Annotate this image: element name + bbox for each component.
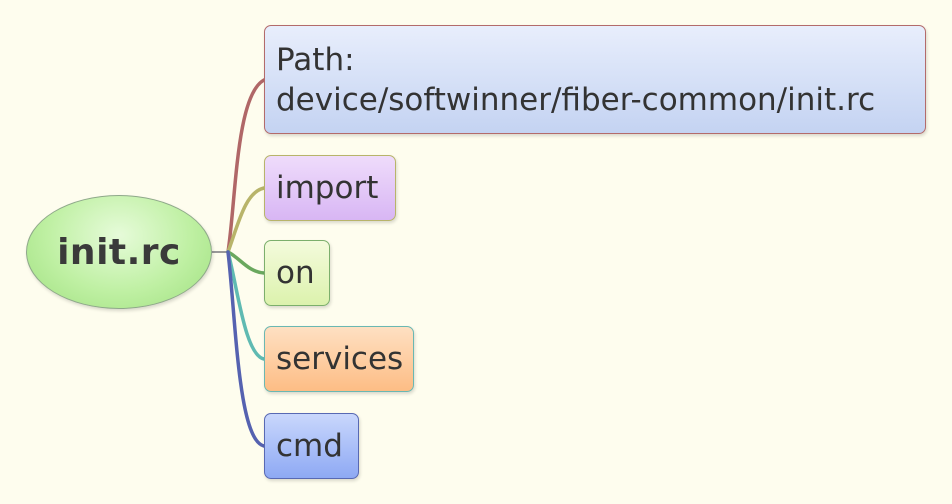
branch-services xyxy=(226,250,266,361)
topic-on[interactable]: on xyxy=(264,240,330,306)
branch-path xyxy=(226,78,266,254)
topic-import[interactable]: import xyxy=(264,155,396,221)
topic-path[interactable]: Path: device/softwinner/fiber-common/ini… xyxy=(264,25,926,134)
topic-on-label: on xyxy=(276,255,315,291)
branch-import xyxy=(226,186,266,254)
topic-services-label: services xyxy=(276,341,404,377)
root-node[interactable]: init.rc xyxy=(26,195,212,309)
root-label: init.rc xyxy=(57,231,181,273)
branch-on xyxy=(226,250,266,275)
topic-import-label: import xyxy=(276,170,379,206)
branch-cmd xyxy=(226,250,266,448)
topic-services[interactable]: services xyxy=(264,326,414,392)
topic-cmd[interactable]: cmd xyxy=(264,413,359,479)
topic-cmd-label: cmd xyxy=(276,428,343,464)
topic-path-line1: Path: xyxy=(276,41,355,78)
topic-path-line2: device/softwinner/fiber-common/init.rc xyxy=(276,81,876,118)
